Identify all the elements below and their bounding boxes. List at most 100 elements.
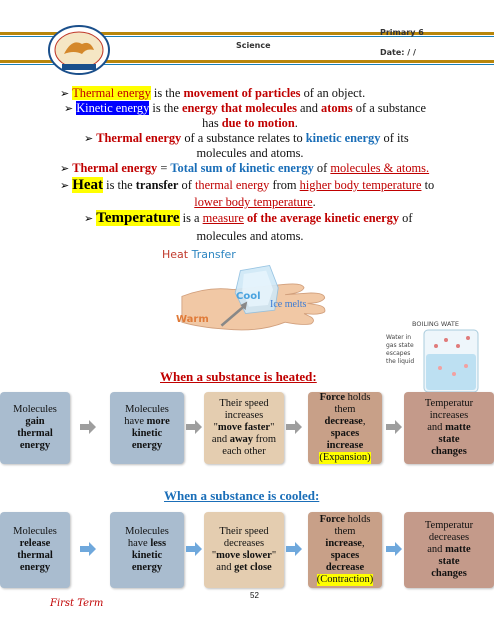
subject-label: Science [236,41,271,50]
flow-arrow-icon [186,420,202,434]
emphasis: lower body temperature [194,195,313,209]
text: energy [131,562,163,573]
header-rule-blue-lower [0,64,494,65]
page-number: 52 [250,591,259,600]
text: molecules and atoms. [196,229,304,243]
text: of [178,178,195,192]
text: thermal [17,428,53,439]
flow-arrow-icon [80,420,96,434]
text: of an object. [300,86,366,100]
text: Molecules [125,526,169,537]
text: " [271,550,277,561]
text: = [157,161,171,175]
text: from [253,434,277,445]
bullet-thermal-relates-line2: molecules and atoms. [170,146,330,161]
text: spaces [330,550,360,561]
header-rule-gold-lower [0,60,494,63]
term-kinetic-energy: Kinetic energy [76,101,150,115]
text: " [213,422,218,433]
text: has [202,116,222,130]
emphasis: movement of particles [183,86,301,100]
bullet-arrow-icon: ➢ [84,133,94,145]
header-rule-gold [0,32,494,35]
text: gain [25,416,45,427]
text: Force [319,514,346,525]
text: increase [326,440,364,451]
emphasis: atoms [321,101,353,115]
text: and [427,544,446,555]
text: energy [19,562,51,573]
emphasis: measure [202,211,244,225]
text: molecules and atoms. [196,146,304,160]
cooled-section-title: When a substance is cooled: [164,488,320,503]
bullet-kinetic-energy-definition: ➢Kinetic energy is the energy that molec… [64,101,474,117]
text: , [361,538,365,549]
header-rule-blue [0,36,494,37]
text: is the [103,178,136,192]
term-thermal-energy: Thermal energy [96,131,182,145]
bullet-thermal-energy-definition: ➢Thermal energy is the movement of parti… [60,86,440,102]
text: . [312,195,316,209]
text: spaces [330,428,360,439]
cool-label: Cool [236,291,261,302]
bullet-arrow-icon: ➢ [60,180,70,192]
term-thermal-energy: Thermal energy [72,161,158,175]
text: state [438,556,460,567]
text: decreases [223,538,265,549]
text: decrease [325,562,365,573]
text: get close [234,562,272,573]
bullet-arrow-icon: ➢ [60,163,70,175]
bullet-arrow-icon: ➢ [64,103,74,115]
ice-melts-label: Ice melts [270,299,307,310]
text: from [269,178,300,192]
bullet-arrow-icon: ➢ [60,88,70,100]
bullet-heat-line2: lower body temperature. [170,195,340,210]
flow-arrow-icon [386,420,402,434]
text: them [334,526,356,537]
caption-line: the liquid [386,358,415,365]
text: and [211,434,230,445]
text: less [150,538,167,549]
emphasis: higher body temperature [299,178,422,192]
flow-arrow-icon [80,542,96,556]
term-thermal-energy: Thermal energy [72,86,151,100]
text: thermal [17,550,53,561]
text: of [399,211,413,225]
text: kinetic [131,550,163,561]
heated-section-title: When a substance is heated: [160,369,317,384]
text: Their speed [219,398,269,409]
text: increase [325,538,362,549]
text: Force [319,392,346,403]
caption-line: gas state [386,342,414,349]
text: is the [150,86,184,100]
text: matte [445,422,471,433]
figure-title: Heat Transfer [162,248,236,261]
bullet-thermal-relates: ➢Thermal energy of a substance relates t… [84,131,444,147]
grade-label: Primary 6 [380,28,424,37]
text: move slower [216,550,272,561]
text: (Expansion) [319,452,371,464]
bullet-temperature-definition: ➢Temperature is a measure of the average… [84,210,454,227]
text: , [362,416,366,427]
text: is a [179,211,203,225]
figure-title-transfer: Transfer [188,248,236,261]
text: Temperatur [424,520,474,531]
text: have [127,538,151,549]
bullet-heat-definition: ➢Heat is the transfer of thermal energy … [60,177,480,194]
text: holds [345,392,371,403]
date-label: Date: / / [380,48,416,57]
text: changes [431,446,467,457]
emphasis: kinetic energy [305,131,381,145]
text: Their speed [219,526,269,537]
text: Molecules [13,404,57,415]
text: (Contraction) [316,574,374,586]
text: of a substance [352,101,426,115]
text: of [313,161,331,175]
text: holds [345,514,371,525]
